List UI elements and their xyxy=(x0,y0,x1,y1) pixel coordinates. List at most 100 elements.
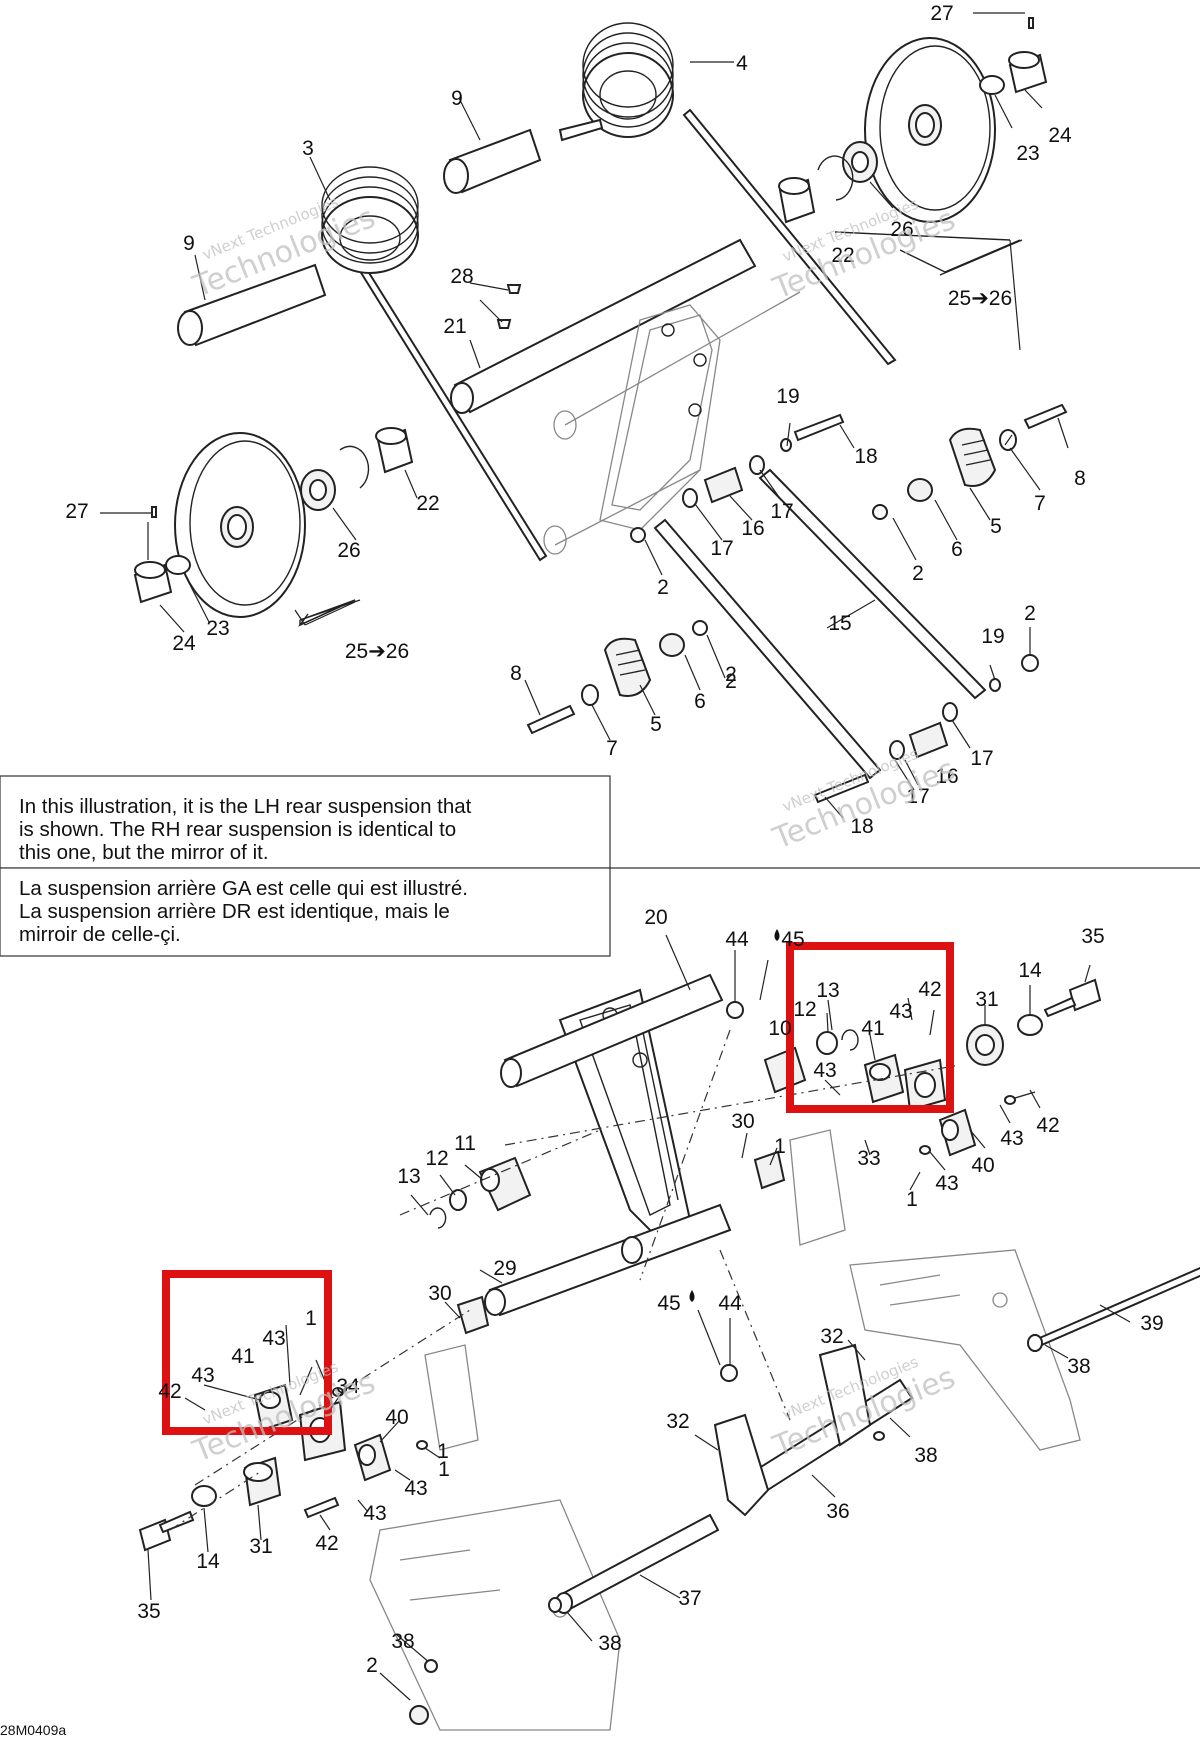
callout-label: 40 xyxy=(385,1406,408,1429)
callout-label: 11 xyxy=(454,1132,476,1155)
pivot-block-41-left xyxy=(253,1383,294,1432)
spacer-16 xyxy=(703,466,744,504)
callout-label: 39 xyxy=(1140,1312,1163,1335)
callout-label: 43 xyxy=(935,1172,958,1195)
callout-label: 43 xyxy=(262,1327,285,1350)
callout-label: 36 xyxy=(826,1500,849,1523)
bracket-32-right xyxy=(818,1343,872,1447)
end-cap-40-right xyxy=(938,1108,977,1157)
callout-label: 23 xyxy=(206,617,229,640)
callout-label: 43 xyxy=(1000,1127,1023,1150)
cross-shaft-39 xyxy=(1033,1266,1200,1349)
callout-label: 34 xyxy=(336,1375,360,1398)
washer-17 xyxy=(682,488,698,508)
callout-label: 15 xyxy=(828,612,851,635)
callout-label: 1 xyxy=(438,1458,450,1481)
callout-label: 43 xyxy=(404,1477,427,1500)
nut-2 xyxy=(692,620,708,636)
stopper-11 xyxy=(478,1156,532,1212)
bushing-31-right xyxy=(966,1024,1004,1066)
nut-2 xyxy=(872,504,888,520)
callout-label: 43 xyxy=(363,1502,386,1525)
reference-code: 28M0409a xyxy=(0,1722,66,1738)
bushing-31-left xyxy=(243,1456,282,1507)
callout-label: 30 xyxy=(731,1110,754,1133)
pivot-housing-33-right xyxy=(903,1058,947,1112)
note-en-line-3: this one, but the mirror of it. xyxy=(19,841,269,864)
bushing-22-right xyxy=(778,177,816,224)
torsion-spring-arm-left xyxy=(348,250,548,562)
washer-14-right xyxy=(1017,1014,1043,1036)
callout-label: 35 xyxy=(137,1600,160,1623)
callout-label: 42 xyxy=(158,1380,181,1403)
circlip-left xyxy=(339,445,370,489)
callout-label: 9 xyxy=(451,87,463,110)
washer-12-right xyxy=(816,1031,838,1055)
callout-label: 17 xyxy=(906,785,929,808)
callout-label: 25➔26 xyxy=(345,640,409,663)
callout-label: 16 xyxy=(935,765,958,788)
callout-label: 26 xyxy=(890,218,913,241)
callout-label: 6 xyxy=(951,538,963,561)
callout-label: 32 xyxy=(820,1325,843,1348)
nut-2-lower xyxy=(409,1705,429,1725)
callout-label: 2 xyxy=(912,562,924,585)
callout-label: 14 xyxy=(196,1550,220,1573)
pivot-block-41-right xyxy=(863,1053,905,1104)
note-box-english: In this illustration, it is the LH rear … xyxy=(0,775,611,869)
washer-38 xyxy=(873,1431,885,1441)
callout-label: 40 xyxy=(971,1154,994,1177)
bolt-18-lower xyxy=(813,773,870,804)
callout-label: 42 xyxy=(315,1532,338,1555)
stopper-5-left xyxy=(603,637,652,697)
washer-17 xyxy=(942,702,958,722)
callout-label: 30 xyxy=(428,1282,451,1305)
washer-38 xyxy=(1027,1334,1043,1352)
callout-label: 43 xyxy=(191,1364,214,1387)
callout-label: 27 xyxy=(930,2,953,25)
washer-14-left xyxy=(191,1485,217,1507)
circlip-right xyxy=(817,155,854,201)
bolt-42-left xyxy=(303,1496,340,1519)
clip-13-right xyxy=(841,1029,859,1051)
callout-label: 43 xyxy=(813,1059,836,1082)
spacer-16 xyxy=(908,721,949,759)
callout-label: 24 xyxy=(172,632,196,655)
callout-label: 12 xyxy=(425,1147,448,1170)
ghost-bracket xyxy=(789,1129,846,1246)
link-rod-15 xyxy=(653,468,987,780)
callout-label: 1 xyxy=(774,1135,786,1158)
end-cap-40-left xyxy=(353,1433,392,1482)
washer-23-right xyxy=(979,75,1005,95)
callout-label: 31 xyxy=(249,1535,272,1558)
washer-7 xyxy=(581,684,599,706)
callout-label: 6 xyxy=(694,690,706,713)
callout-label: 12 xyxy=(793,998,816,1021)
callout-label: 14 xyxy=(1018,959,1042,982)
idler-wheel-right xyxy=(864,37,996,223)
callout-label: 45 xyxy=(657,1292,680,1315)
callout-label: 31 xyxy=(975,988,998,1011)
callout-label: 1 xyxy=(305,1307,317,1330)
callout-label: 23 xyxy=(1016,142,1039,165)
washer-19 xyxy=(989,678,1001,692)
callout-label: 13 xyxy=(397,1165,420,1188)
note-en-line-2: is shown. The RH rear suspension is iden… xyxy=(19,818,456,841)
callout-label: 41 xyxy=(861,1017,884,1040)
callout-label: 9 xyxy=(183,232,195,255)
callout-label: 18 xyxy=(854,445,877,468)
upper-leader-lines xyxy=(100,12,1069,819)
spacer-24-right xyxy=(1008,51,1048,94)
highlight-box-left xyxy=(162,1270,332,1435)
note-fr-line-2: La suspension arrière DR est identique, … xyxy=(19,900,450,923)
idler-wheel-left xyxy=(174,432,306,618)
callout-label: 2 xyxy=(725,663,737,686)
bolt-8-right xyxy=(1023,403,1068,430)
callout-label: 2 xyxy=(725,670,737,693)
washer-38 xyxy=(424,1659,438,1673)
callout-label: 27 xyxy=(65,500,88,523)
callout-label: 41 xyxy=(231,1345,254,1368)
callout-label: 38 xyxy=(914,1444,937,1467)
